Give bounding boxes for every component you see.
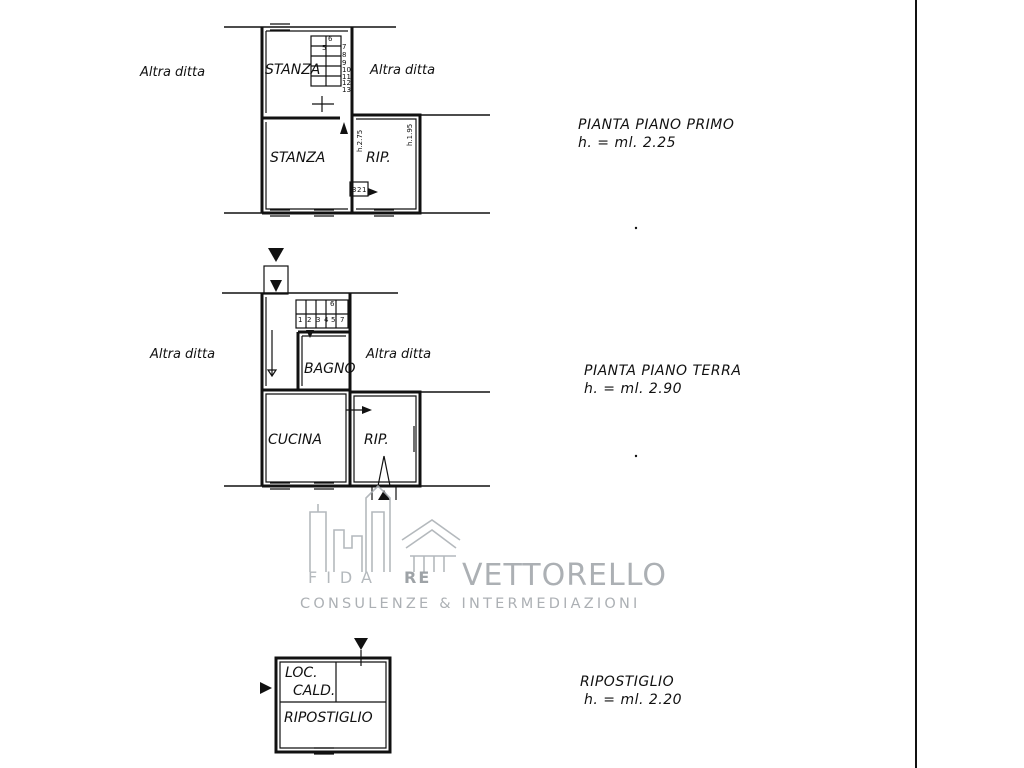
stair-step-13: 13 <box>342 86 351 94</box>
dim-label-h275: h.2.75 <box>356 130 364 152</box>
stair-step-7: 7 <box>342 43 346 51</box>
room-label-rip: RIP. <box>366 150 391 166</box>
arrow-right-icon <box>260 682 272 694</box>
stair-step-10: 10 <box>342 66 351 74</box>
stair-step-6: 6 <box>328 35 333 43</box>
stair-step-12: 12 <box>342 79 351 87</box>
ground-floor-height: h. = ml. 2.90 <box>584 381 682 397</box>
storage-plan: LOC. CALD. RIPOSTIGLIO RIPOSTIGLIO h. = … <box>260 638 682 755</box>
neighbor-label-left: Altra ditta <box>139 65 205 80</box>
speck <box>634 454 638 458</box>
stair-step-9: 9 <box>342 59 346 67</box>
room-label-stanza-top: STANZA <box>265 62 320 78</box>
neighbor-label-left-ground: Altra ditta <box>149 347 215 362</box>
watermark-fida: FIDA <box>308 568 381 587</box>
arrow-right-icon <box>368 188 378 196</box>
stair-step-8: 8 <box>342 51 346 59</box>
first-floor-title: PIANTA PIANO PRIMO <box>578 117 734 133</box>
ground-floor-title: PIANTA PIANO TERRA <box>584 363 741 379</box>
skyline-logo-icon <box>309 484 461 572</box>
storage-title: RIPOSTIGLIO <box>580 674 674 690</box>
neighbor-label-right-ground: Altra ditta <box>365 347 431 362</box>
neighbor-label-right: Altra ditta <box>369 63 435 78</box>
stair-bottom-3: 3 <box>352 186 356 194</box>
speck <box>634 226 638 230</box>
stair-bottom-1: 1 <box>362 186 366 194</box>
arrow-up-icon <box>378 490 390 500</box>
stair-step-3-ground: 3 <box>316 316 320 324</box>
room-label-ripostiglio: RIPOSTIGLIO <box>284 710 373 726</box>
stair-step-5-ground: 5 <box>331 316 335 324</box>
stair-step-6-ground: 6 <box>330 300 335 308</box>
watermark-re: RE <box>404 568 431 587</box>
arrow-up-icon <box>340 122 348 134</box>
stair-bottom-2: 2 <box>357 186 361 194</box>
room-label-loc: LOC. <box>285 665 318 681</box>
watermark-logo: FIDA RE VETTORELLO CONSULENZE & INTERMED… <box>300 484 667 612</box>
room-label-rip-ground: RIP. <box>364 432 389 448</box>
stair-step-5: 5 <box>322 44 326 52</box>
arrow-down-icon <box>306 330 314 338</box>
first-floor-height: h. = ml. 2.25 <box>578 135 676 151</box>
ground-floor-plan: BAGNO CUCINA RIP. Altra ditta Altra ditt… <box>149 248 741 500</box>
stair-step-7-ground: 7 <box>340 316 344 324</box>
arrow-down-icon <box>270 280 282 292</box>
watermark-tagline: CONSULENZE & INTERMEDIAZIONI <box>300 596 641 612</box>
watermark-brand: VETTORELLO <box>462 558 667 593</box>
room-label-cald: CALD. <box>293 683 335 699</box>
storage-height: h. = ml. 2.20 <box>584 692 682 708</box>
arrow-down-icon <box>268 248 284 262</box>
room-label-bagno: BAGNO <box>304 361 356 377</box>
room-label-cucina: CUCINA <box>268 432 322 448</box>
room-label-stanza-bottom: STANZA <box>270 150 325 166</box>
arrow-down-icon <box>354 638 368 650</box>
dim-label-h195: h.1.95 <box>406 124 414 146</box>
arrow-right-icon <box>362 406 372 414</box>
stair-step-11: 11 <box>342 73 351 81</box>
stair-step-2-ground: 2 <box>307 316 311 324</box>
stair-step-4-ground: 4 <box>324 316 329 324</box>
first-floor-plan: STANZA STANZA RIP. Altra ditta Altra dit… <box>139 23 734 217</box>
stair-step-1-ground: 1 <box>298 316 302 324</box>
